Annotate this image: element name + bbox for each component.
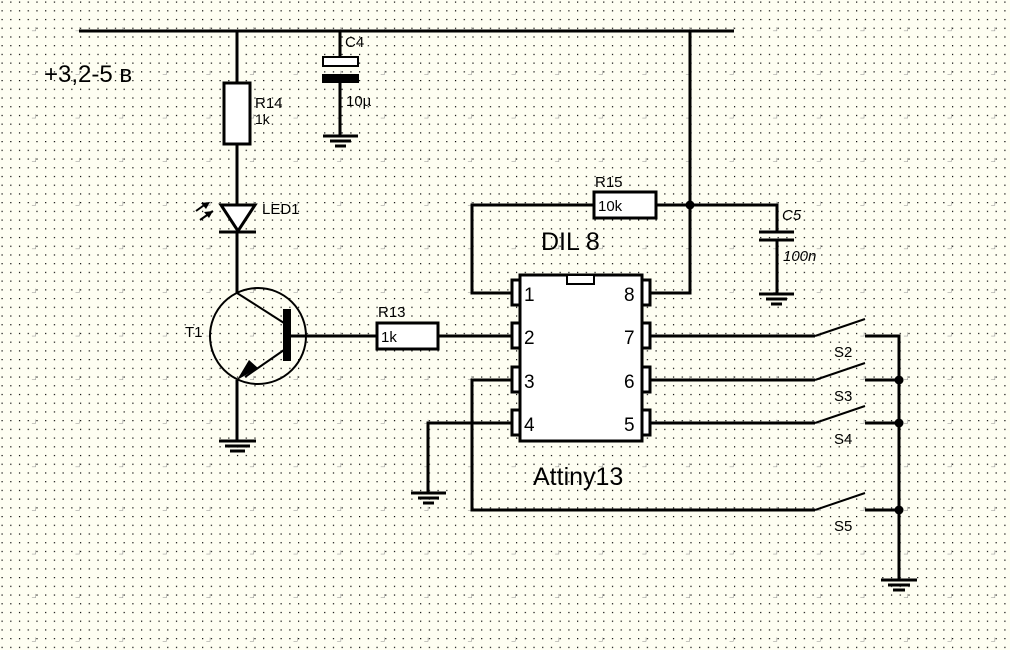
ground-symbol-icon <box>759 292 794 306</box>
r14-value-label: 1k <box>255 111 271 127</box>
c5-value-label: 100n <box>783 248 816 265</box>
s5-ref-label: S5 <box>834 518 852 535</box>
ground-symbol-icon <box>219 439 256 453</box>
ic-pin-2[interactable] <box>510 321 522 350</box>
ic-pin-7-label: 7 <box>624 328 635 349</box>
s3-ref-label: S3 <box>834 388 852 405</box>
r15-value-label: 10k <box>598 198 623 215</box>
r15-vcc-wire[interactable] <box>656 203 779 231</box>
ic-pin-5[interactable] <box>640 408 652 437</box>
ic-pin-8-label: 8 <box>624 285 635 306</box>
capacitor-c4-plate-positive[interactable] <box>322 56 359 67</box>
r14-ref-label: R14 <box>255 95 283 112</box>
transistor-t1[interactable] <box>209 287 307 385</box>
ic-pin-2-label: 2 <box>524 328 535 349</box>
supply-voltage-label: +3,2-5 в <box>44 61 132 88</box>
ground-symbol-icon <box>411 491 446 505</box>
ic-pin-5-label: 5 <box>624 415 635 436</box>
resistor-r13[interactable] <box>375 321 440 351</box>
t1-ref-label: T1 <box>185 324 203 341</box>
junction-dot <box>894 375 904 385</box>
ic-pin-6-label: 6 <box>624 372 635 393</box>
light-emission-arrows-icon <box>195 202 214 221</box>
r13-ref-label: R13 <box>378 304 406 321</box>
s2-ref-label: S2 <box>834 344 852 361</box>
r13-value-label: 1k <box>381 329 397 346</box>
c4-value-label: 10µ <box>346 93 372 110</box>
vcc-pin8-wire[interactable] <box>647 31 692 295</box>
ic-pin-6[interactable] <box>640 365 652 394</box>
pin3-s5-wire[interactable] <box>470 378 815 512</box>
pin1-r15-wire[interactable] <box>470 203 594 295</box>
capacitor-c4-plate-negative[interactable] <box>322 74 359 83</box>
ic-pin-4-label: 4 <box>524 415 535 436</box>
switch-s4[interactable] <box>814 405 899 425</box>
ic-part-label: Attiny13 <box>533 463 623 491</box>
switch-s3[interactable] <box>814 362 899 382</box>
c5-ref-label: C5 <box>782 207 802 224</box>
ic-pin-3[interactable] <box>510 365 522 394</box>
ic-pin-7[interactable] <box>640 321 652 350</box>
resistor-r14[interactable] <box>222 81 252 146</box>
ic-package-label: DIL 8 <box>541 228 600 256</box>
capacitor-c5-plates[interactable] <box>759 230 794 242</box>
switch-s2[interactable] <box>814 318 901 580</box>
s4-ref-label: S4 <box>834 431 852 448</box>
led1-ref-label: LED1 <box>262 201 300 218</box>
ic-pin-8[interactable] <box>640 278 652 307</box>
junction-dot <box>894 418 904 428</box>
ic-pin-1-label: 1 <box>524 285 535 306</box>
ic-attiny13[interactable] <box>510 273 652 443</box>
c4-ref-label: C4 <box>345 34 364 51</box>
ground-symbol-icon <box>881 578 917 592</box>
r15-ref-label: R15 <box>595 174 623 191</box>
ground-symbol-icon <box>323 134 358 148</box>
ic-pin-4[interactable] <box>510 408 522 437</box>
pin4-ground-wire[interactable] <box>426 421 512 492</box>
ic-pin-1[interactable] <box>510 278 522 307</box>
switch-s5[interactable] <box>814 492 899 512</box>
junction-dot <box>894 505 904 515</box>
ic-pin-3-label: 3 <box>524 372 535 393</box>
